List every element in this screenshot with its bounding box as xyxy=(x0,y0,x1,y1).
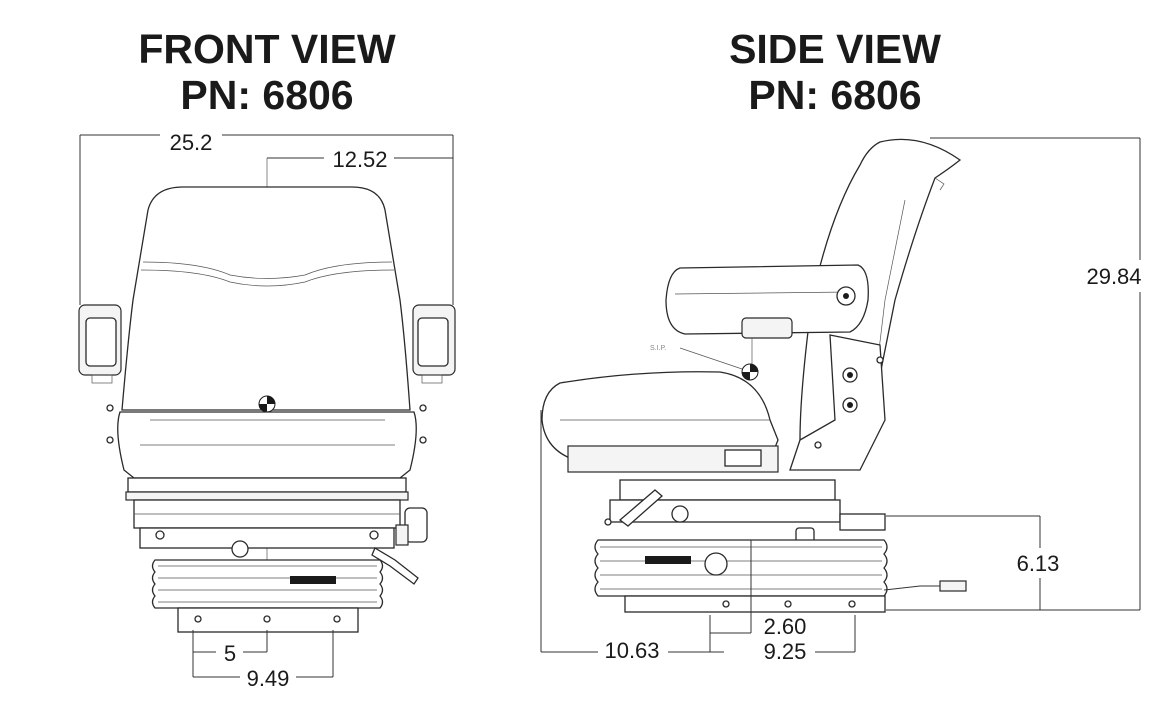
side-seat-cushion xyxy=(541,371,779,461)
front-suspension-base xyxy=(151,559,384,633)
dim-mount-outer: 9.49 xyxy=(193,630,334,691)
side-slide-mechanism xyxy=(604,479,886,553)
dim-mount-depth: 9.25 xyxy=(710,615,856,664)
side-armrest xyxy=(665,264,869,372)
dim-label-mount-spacing: 2.60 xyxy=(764,614,807,639)
side-view-heading: SIDE VIEW xyxy=(729,26,941,72)
dim-label-overall-height: 29.84 xyxy=(1086,264,1141,289)
dim-overall-height: 29.84 xyxy=(930,137,1142,611)
side-suspension-base xyxy=(594,539,967,613)
dim-label-front-to-mount: 10.63 xyxy=(604,638,659,663)
dim-suspension-height: 6.13 xyxy=(886,515,1060,611)
dim-label-overall-width: 25.2 xyxy=(170,130,213,155)
front-view-heading: FRONT VIEW xyxy=(138,26,396,72)
front-view-drawing: 25.2 12.52 xyxy=(78,130,456,691)
dim-mount-spacing: 2.60 xyxy=(709,540,807,652)
dim-overall-width: 25.2 xyxy=(79,130,454,305)
sip-label: S.I.P. xyxy=(650,345,666,352)
side-view-title: SIDE VIEW PN: 6806 xyxy=(685,26,985,118)
front-center-of-gravity-symbol xyxy=(258,395,276,413)
side-view-drawing: 29.84 S.I.P. xyxy=(540,137,1142,664)
side-sip-symbol xyxy=(741,363,759,381)
dim-half-width: 12.52 xyxy=(267,147,453,172)
front-seat-mechanism xyxy=(133,499,428,585)
dim-front-to-mount: 10.63 xyxy=(540,410,710,663)
front-backrest xyxy=(121,186,411,411)
front-armrest-left xyxy=(78,304,122,384)
dim-label-half-width: 12.52 xyxy=(332,147,387,172)
front-view-title: FRONT VIEW PN: 6806 xyxy=(117,26,417,118)
front-armrest-right xyxy=(412,304,456,384)
dim-label-suspension-height: 6.13 xyxy=(1017,551,1060,576)
side-recline-mechanism xyxy=(789,334,886,471)
dim-label-mount-inner: 5 xyxy=(224,641,236,666)
dim-mount-inner: 5 xyxy=(192,630,268,677)
side-view-part-number: PN: 6806 xyxy=(748,72,922,118)
dim-label-mount-depth: 9.25 xyxy=(764,639,807,664)
dim-label-mount-outer: 9.49 xyxy=(247,666,290,691)
front-view-part-number: PN: 6806 xyxy=(180,72,354,118)
